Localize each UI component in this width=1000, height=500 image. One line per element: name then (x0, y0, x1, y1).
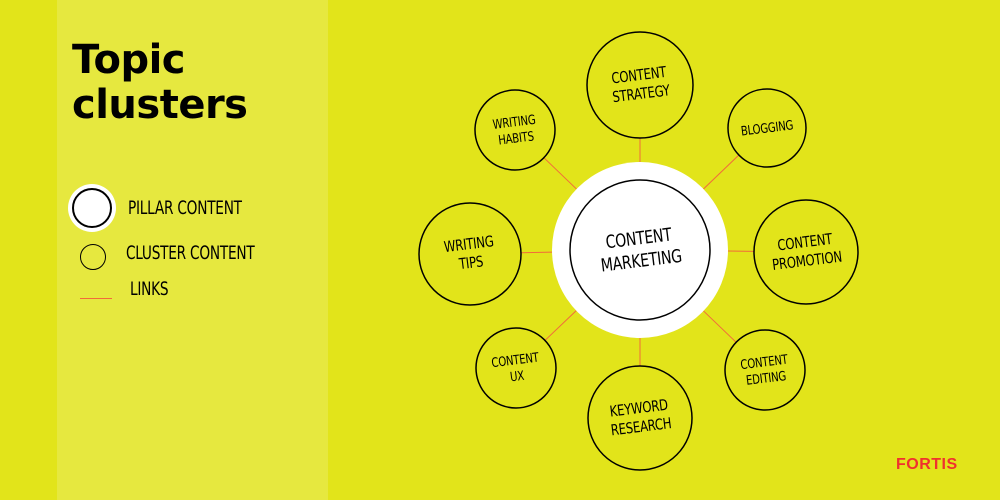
legend-links: LINKS (72, 278, 178, 300)
link-swatch-icon (80, 297, 112, 299)
cluster-content-promotion-label: CONTENTPROMOTION (769, 231, 843, 275)
cluster-circle-content-ux (475, 327, 557, 409)
cluster-node-content-editing: CONTENTEDITING (724, 329, 806, 411)
cluster-swatch-icon (80, 244, 106, 270)
cluster-node-content-strategy: CONTENTSTRATEGY (586, 31, 694, 139)
cluster-circle-content-promotion (753, 199, 859, 305)
cluster-node-writing-habits: WRITINGHABITS (474, 89, 556, 171)
cluster-content-ux-label: CONTENTUX (491, 349, 543, 387)
cluster-circle-blogging (727, 88, 807, 168)
cluster-blogging-label: BLOGGING (740, 116, 794, 138)
pillar-swatch-icon (72, 188, 112, 228)
cluster-keyword-research-label: KEYWORDRESEARCH (608, 397, 673, 440)
cluster-circle-writing-habits (474, 89, 556, 171)
legend-cluster: CLUSTER CONTENT (72, 235, 287, 270)
legend-cluster-label: CLUSTER CONTENT (126, 241, 255, 264)
cluster-node-writing-tips: WRITINGTIPS (418, 202, 522, 306)
cluster-content-editing-label: CONTENTEDITING (740, 351, 792, 389)
cluster-circle-content-editing (724, 329, 806, 411)
cluster-writing-habits-label: WRITINGHABITS (492, 111, 539, 148)
legend-pillar: PILLAR CONTENT (72, 188, 270, 228)
cluster-node-content-ux: CONTENTUX (475, 327, 557, 409)
link-blogging (703, 154, 740, 190)
legend-links-label: LINKS (130, 278, 169, 300)
pillar-inner-circle (569, 179, 711, 321)
nodes-layer: CONTENTMARKETING CONTENTSTRATEGY BLOGGING C… (418, 31, 859, 471)
link-content-ux (544, 310, 577, 341)
pillar-node: CONTENTMARKETING (552, 162, 728, 338)
cluster-circle-content-strategy (586, 31, 694, 139)
page-title: Topic clusters (72, 37, 248, 128)
link-content-editing (703, 310, 737, 343)
cluster-node-blogging: BLOGGING (727, 88, 807, 168)
links-layer (520, 138, 755, 366)
legend-pillar-label: PILLAR CONTENT (128, 197, 242, 219)
link-writing-tips (520, 251, 553, 254)
cluster-node-content-promotion: CONTENTPROMOTION (753, 199, 859, 305)
brand-logo: FORTIS (896, 456, 958, 473)
cluster-circle-keyword-research (587, 365, 693, 471)
cluster-content-strategy-label: CONTENTSTRATEGY (609, 64, 671, 106)
pillar-outer-circle (552, 162, 728, 338)
cluster-writing-tips-label: WRITINGTIPS (443, 234, 497, 275)
link-writing-habits (543, 157, 577, 190)
cluster-node-keyword-research: KEYWORDRESEARCH (587, 365, 693, 471)
cluster-circle-writing-tips (418, 202, 522, 306)
